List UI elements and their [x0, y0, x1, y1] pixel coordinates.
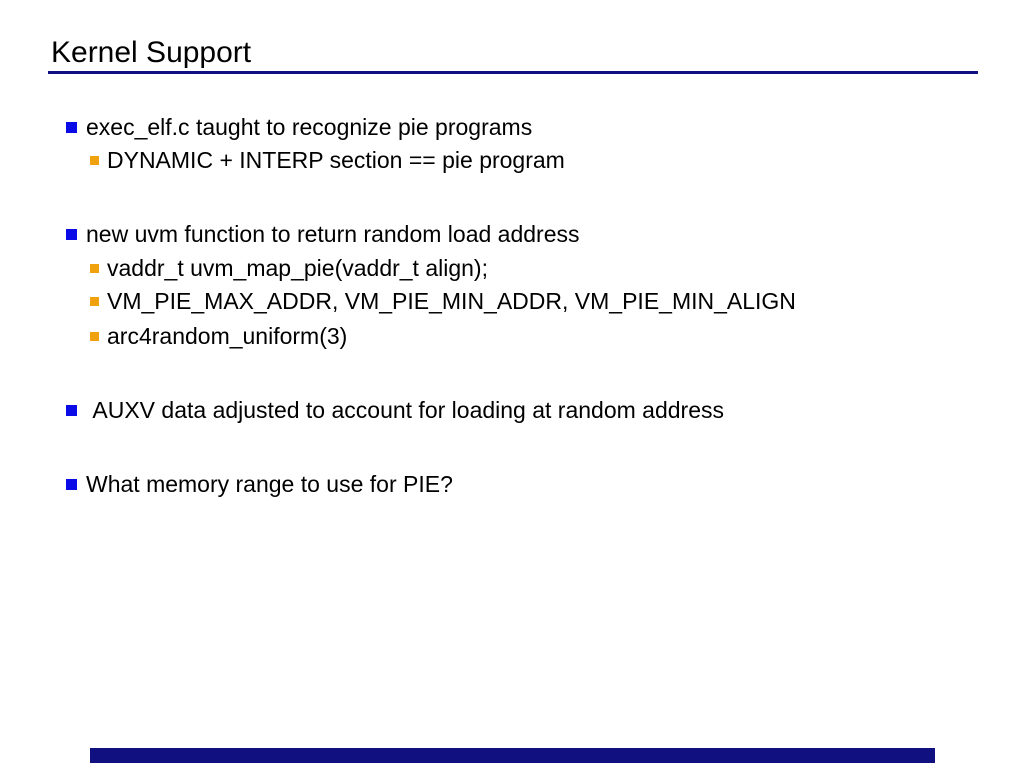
bullet-text: AUXV data adjusted to account for loadin… [86, 397, 725, 423]
bullet-text: vaddr_t uvm_map_pie(vaddr_t align); [107, 255, 488, 281]
square-bullet-icon [66, 121, 77, 133]
slide-progress-bar [90, 748, 935, 763]
bullet-item: What memory range to use for PIE? [66, 468, 453, 500]
bullet-text: new uvm function to return random load a… [86, 221, 580, 247]
square-bullet-icon [90, 296, 99, 306]
title-underline-rule [48, 71, 978, 74]
bullet-item: AUXV data adjusted to account for loadin… [66, 394, 724, 426]
bullet-text: What memory range to use for PIE? [86, 471, 453, 497]
square-bullet-icon [90, 331, 99, 341]
sub-bullet-item: vaddr_t uvm_map_pie(vaddr_t align); [90, 252, 488, 284]
bullet-text: DYNAMIC + INTERP section == pie program [107, 147, 565, 173]
sub-bullet-item: VM_PIE_MAX_ADDR, VM_PIE_MIN_ADDR, VM_PIE… [90, 285, 796, 317]
square-bullet-icon [90, 155, 99, 165]
bullet-item: new uvm function to return random load a… [66, 218, 580, 250]
bullet-text: exec_elf.c taught to recognize pie progr… [86, 114, 533, 140]
square-bullet-icon [66, 228, 77, 240]
square-bullet-icon [66, 478, 77, 490]
sub-bullet-item: arc4random_uniform(3) [90, 320, 347, 352]
square-bullet-icon [90, 263, 99, 273]
square-bullet-icon [66, 404, 77, 416]
sub-bullet-item: DYNAMIC + INTERP section == pie program [90, 144, 565, 176]
bullet-text: VM_PIE_MAX_ADDR, VM_PIE_MIN_ADDR, VM_PIE… [107, 288, 796, 314]
bullet-item: exec_elf.c taught to recognize pie progr… [66, 111, 532, 143]
bullet-text: arc4random_uniform(3) [107, 323, 348, 349]
slide-title: Kernel Support [51, 36, 252, 69]
